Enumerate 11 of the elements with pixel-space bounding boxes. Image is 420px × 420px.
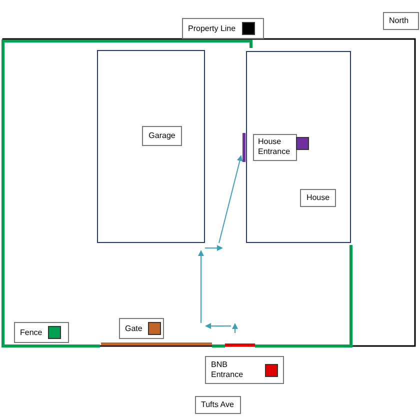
legend-text: Property Line [188, 24, 236, 34]
legend-text: BNB Entrance [211, 360, 244, 380]
legend-text: Fence [20, 328, 42, 338]
compass-label: North [383, 12, 419, 30]
legend-text: Gate [125, 324, 142, 334]
building-label: Garage [142, 126, 182, 146]
building-label: House [300, 189, 336, 207]
building-outline [97, 50, 205, 243]
building-outline [246, 51, 351, 243]
legend-text: House Entrance [258, 137, 290, 157]
street-label: Tufts Ave [195, 396, 241, 414]
